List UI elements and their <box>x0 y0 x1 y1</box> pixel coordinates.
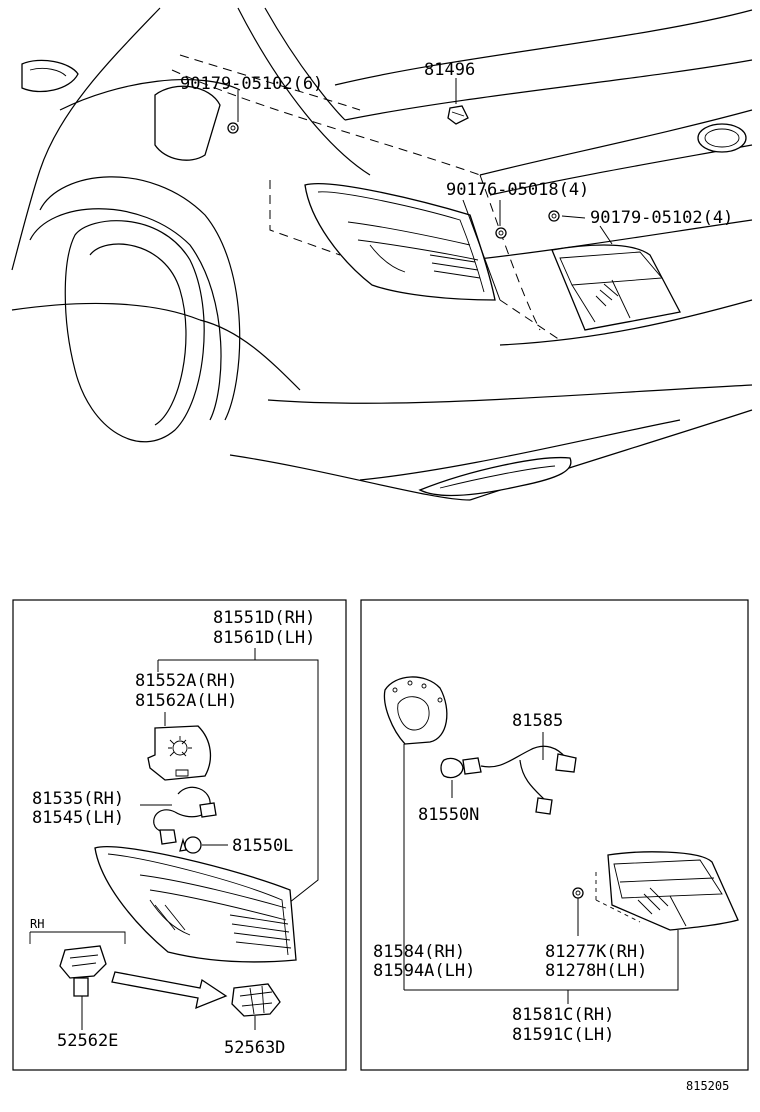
leader-90179-4 <box>561 215 586 219</box>
lid-lamp-guide-dash <box>595 872 641 923</box>
right-detail-box <box>360 599 749 1071</box>
label-81278H-LH: 81278H(LH) <box>545 961 647 981</box>
label-52562E: 52562E <box>57 1031 118 1051</box>
fastener-nut-4 <box>495 227 507 239</box>
label-81561D-LH: 81561D(LH) <box>213 628 315 648</box>
wire-harness-81585 <box>462 745 577 815</box>
label-81496: 81496 <box>424 60 475 80</box>
fastener-clip-6 <box>227 122 239 134</box>
label-81562A-LH: 81562A(LH) <box>135 691 237 711</box>
label-81545-LH: 81545(LH) <box>32 808 124 828</box>
clip-81277K <box>572 887 584 899</box>
label-81581C-RH: 81581C(RH) <box>512 1005 614 1025</box>
label-81552A-RH: 81552A(RH) <box>135 671 237 691</box>
label-81277K-RH: 81277K(RH) <box>545 942 647 962</box>
socket-plate-81552A <box>147 725 212 781</box>
label-90179-05102-4: 90179-05102(4) <box>590 208 733 228</box>
bulb-81550N <box>440 757 464 779</box>
left-detail-box <box>12 599 347 1071</box>
leader-81581C-bracket <box>404 930 679 991</box>
gasket-81584 <box>383 676 448 745</box>
label-52563D: 52563D <box>224 1038 285 1058</box>
lid-lamp-81581C <box>607 851 739 931</box>
rear-combination-lamp-installed <box>304 183 496 301</box>
lid-lamp-installed <box>551 244 681 331</box>
label-81585: 81585 <box>512 711 563 731</box>
rear-combination-lamp-81551D <box>94 846 297 963</box>
label-81550N: 81550N <box>418 805 479 825</box>
rh-note-bracket <box>29 931 126 944</box>
label-81594A-LH: 81594A(LH) <box>373 961 475 981</box>
label-90179-05102-6: 90179-05102(6) <box>180 74 323 94</box>
label-rh-note: RH <box>30 917 44 931</box>
fastener-81496 <box>447 105 469 125</box>
bracket-52562E <box>59 945 107 997</box>
vehicle-body-illustration <box>11 7 753 501</box>
leader-90179-4-lamp <box>599 225 613 245</box>
fastener-clip-4 <box>548 210 560 222</box>
label-81535-RH: 81535(RH) <box>32 789 124 809</box>
label-81550L: 81550L <box>232 836 293 856</box>
leader-90176-lamp <box>462 199 501 301</box>
label-81584-RH: 81584(RH) <box>373 942 465 962</box>
leader-81551D <box>254 648 319 911</box>
bracket-52563D <box>231 983 281 1017</box>
diagram-id: 815205 <box>686 1079 729 1093</box>
wire-harness-81535 <box>153 786 217 845</box>
label-81551D-RH: 81551D(RH) <box>213 608 315 628</box>
label-81591C-LH: 81591C(LH) <box>512 1025 614 1045</box>
bulb-81550L <box>179 836 202 854</box>
transfer-arrow <box>111 971 228 1010</box>
label-90176-05018-4: 90176-05018(4) <box>446 180 589 200</box>
